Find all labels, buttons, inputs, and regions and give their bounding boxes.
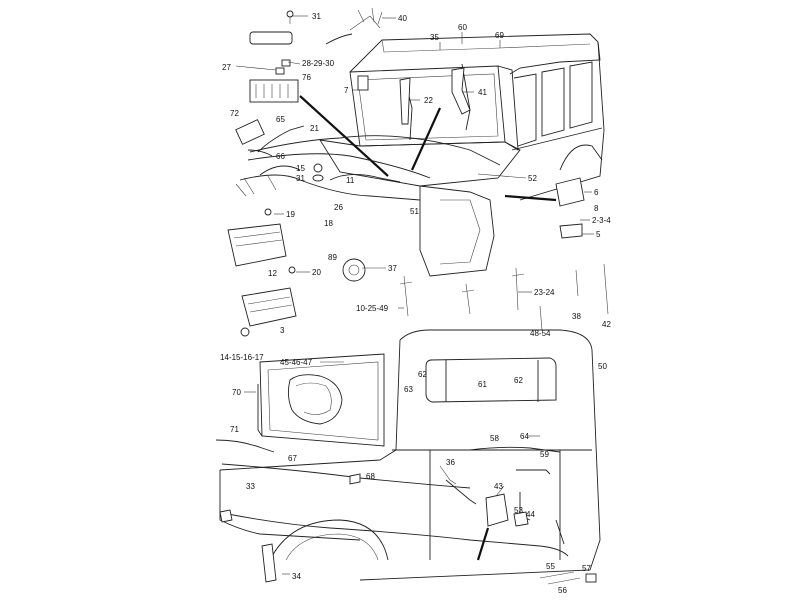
clip-53 [513,511,529,527]
callout-68: 68 [366,472,375,481]
callout-36: 36 [446,458,455,467]
small-parts-upper [227,7,609,337]
callout-55: 55 [546,562,555,571]
callout-41: 41 [478,88,487,97]
callout-44: 44 [526,510,535,519]
callout-60: 60 [458,23,467,32]
callout-27: 27 [222,63,231,72]
callout-62a: 62 [418,370,427,379]
callout-89: 89 [328,253,337,262]
callout-33: 33 [246,482,255,491]
callout-71: 71 [230,425,239,434]
motor-6 [555,177,585,207]
callout-34: 34 [292,572,301,581]
callout-67: 67 [288,454,297,463]
screw-19 [264,208,272,216]
callout-76: 76 [302,73,311,82]
callout-23-24: 23-24 [534,288,555,297]
leader-lines [235,15,594,575]
callout-50: 50 [598,362,607,371]
fuse-57 [585,573,597,583]
callout-18: 18 [324,219,333,228]
callout-45-46-47: 45-46-47 [280,358,313,367]
grommet-31 [312,174,324,182]
callout-3: 3 [280,326,285,335]
relay-3 [241,287,297,327]
callout-22: 22 [424,96,433,105]
leader-heavy-1 [299,95,389,177]
callout-31a: 31 [312,12,321,21]
callout-20: 20 [312,268,321,277]
callout-63: 63 [404,385,413,394]
clip-27 [275,67,285,75]
callout-64: 64 [520,432,529,441]
fuse-box-76 [249,79,299,103]
callout-66: 66 [276,152,285,161]
callout-12: 12 [268,269,277,278]
callout-43: 43 [494,482,503,491]
lamp-43 [485,493,509,527]
leader-heavy-3 [504,194,557,202]
callout-53: 53 [514,506,523,515]
callout-28-29-30: 28-29-30 [302,59,335,68]
callout-69: 69 [495,31,504,40]
callout-14-15-16-17: 14-15-16-17 [220,353,264,362]
bracket-22 [399,77,411,125]
callout-59: 59 [540,450,549,459]
vehicle-body-front [319,33,605,277]
relay-12 [227,223,287,267]
rear-harness [215,360,597,585]
callout-70: 70 [232,388,241,397]
bracket-34 [261,543,277,583]
callout-2-3-4: 2-3-4 [592,216,611,225]
callout-21: 21 [310,124,319,133]
connector-72 [235,119,265,145]
horn-37 [342,258,366,282]
callout-26: 26 [334,203,343,212]
callout-15: 15 [296,164,305,173]
callout-40: 40 [398,14,407,23]
callout-37: 37 [388,264,397,273]
callout-19: 19 [286,210,295,219]
callout-42: 42 [602,320,611,329]
plug-33 [219,509,233,523]
callout-11: 11 [346,176,355,185]
main-harness [235,135,501,201]
callout-7: 7 [344,86,349,95]
callout-57: 57 [582,564,591,573]
screw-20 [288,266,296,274]
bracket-41 [451,67,471,115]
callout-56: 56 [558,586,567,595]
leader-heavy-4 [476,527,490,561]
callout-52: 52 [528,174,537,183]
lamp-lens [249,31,293,45]
callout-38: 38 [572,312,581,321]
callout-6: 6 [594,188,599,197]
vehicle-body-rear [219,329,601,581]
callout-10-25-49: 10-25-49 [356,304,389,313]
switch-7 [357,75,369,91]
callout-61: 61 [478,380,487,389]
callout-72: 72 [230,109,239,118]
callout-8: 8 [594,204,599,213]
callout-31b: 31 [296,174,305,183]
grommet-15 [313,163,323,173]
callout-58: 58 [490,434,499,443]
leader-heavy-2 [410,107,442,171]
callout-5: 5 [596,230,601,239]
clip-14 [240,327,250,337]
callout-65: 65 [276,115,285,124]
callout-35: 35 [430,33,439,42]
callout-labels: 31 40 60 35 69 27 28-29-30 76 7 22 41 72… [220,12,611,595]
clip-28 [281,59,291,67]
callout-51: 51 [410,207,419,216]
cover-5 [559,223,583,239]
callout-48-54: 48-54 [530,329,551,338]
callout-62b: 62 [514,376,523,385]
